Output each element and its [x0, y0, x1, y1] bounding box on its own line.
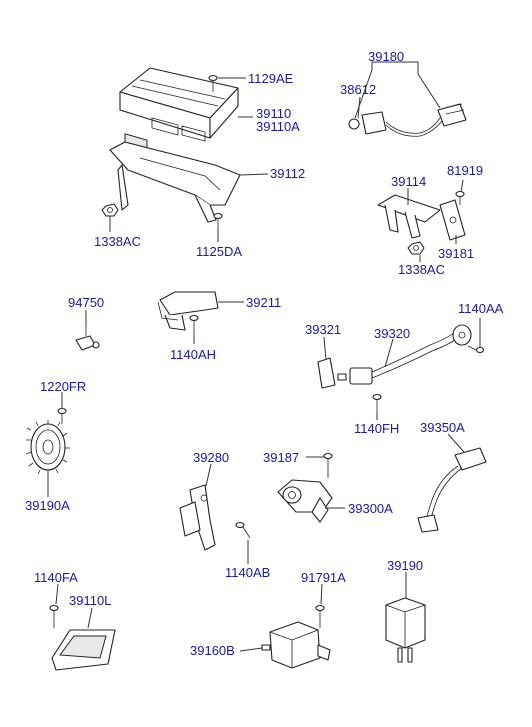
ecu-bracket-drawing — [109, 141, 241, 223]
label-1140aa[interactable]: 1140AA — [458, 301, 504, 316]
label-91791a[interactable]: 91791A — [301, 570, 346, 585]
label-39187[interactable]: 39187 — [263, 450, 299, 465]
label-39321[interactable]: 39321 — [305, 322, 341, 337]
label-1140fa[interactable]: 1140FA — [34, 570, 78, 585]
relay-39190-drawing — [385, 597, 426, 663]
bracket-39280-drawing — [179, 484, 216, 551]
label-39181[interactable]: 39181 — [438, 246, 474, 261]
bolt-1140aa-drawing — [467, 345, 485, 354]
label-39190a[interactable]: 39190A — [25, 498, 70, 513]
leader-lines — [47, 61, 481, 652]
label-1129ae[interactable]: 1129AE — [248, 71, 294, 86]
label-1140ab[interactable]: 1140AB — [225, 565, 270, 580]
label-39190[interactable]: 39190 — [387, 558, 423, 573]
label-39180[interactable]: 39180 — [368, 49, 404, 64]
label-39112[interactable]: 39112 — [270, 166, 305, 181]
label-94750[interactable]: 94750 — [68, 295, 104, 310]
label-39320[interactable]: 39320 — [374, 326, 410, 341]
bolt-1140fa-drawing — [49, 604, 59, 628]
label-39350a[interactable]: 39350A — [420, 420, 465, 435]
label-39280[interactable]: 39280 — [193, 450, 229, 465]
bolt-1220fr-drawing — [57, 407, 67, 424]
bolt-1140ab-drawing — [235, 521, 251, 539]
label-1140fh[interactable]: 1140FH — [354, 421, 399, 436]
camshaft-sensor-drawing — [348, 103, 467, 137]
sensor-39300a-drawing — [277, 479, 333, 523]
label-39110[interactable]: 39110 — [256, 106, 291, 121]
bolt-1125da-drawing — [213, 212, 223, 228]
label-39160b[interactable]: 39160B — [190, 643, 235, 658]
label-1140ah[interactable]: 1140AH — [170, 347, 216, 362]
label-1338ac-right[interactable]: 1338AC — [398, 262, 445, 277]
sensor-bracket-drawing — [377, 194, 466, 241]
label-39110a[interactable]: 39110A — [256, 119, 300, 134]
nut-1338ac-left-drawing — [101, 203, 119, 217]
label-81919[interactable]: 81919 — [447, 163, 483, 178]
bolt-81919-drawing — [455, 190, 465, 205]
bolt-1129ae-drawing — [208, 74, 218, 92]
sensor-39350a-drawing — [417, 447, 487, 533]
bolt-1140fh-drawing — [372, 393, 382, 412]
label-39114[interactable]: 39114 — [391, 174, 426, 189]
sensor-94750-drawing — [75, 326, 100, 351]
label-1220fr[interactable]: 1220FR — [40, 379, 86, 394]
label-1125da[interactable]: 1125DA — [196, 244, 242, 259]
label-38612[interactable]: 38612 — [340, 82, 376, 97]
bolt-91791a-drawing — [315, 604, 325, 628]
label-1338ac-left[interactable]: 1338AC — [94, 234, 141, 249]
knock-sensor-drawing — [317, 324, 472, 389]
relay-39160b-drawing — [261, 621, 331, 669]
label-39110l[interactable]: 39110L — [69, 593, 111, 608]
cover-39110l-drawing — [51, 629, 116, 671]
target-wheel-drawing — [25, 420, 70, 475]
bracket-39211-drawing — [157, 291, 219, 331]
bolt-1140ah-drawing — [189, 314, 199, 334]
ecu-module-drawing — [119, 67, 239, 151]
nut-1338ac-right-drawing — [407, 241, 425, 255]
label-39300a[interactable]: 39300A — [348, 501, 393, 516]
bolt-39187-drawing — [323, 452, 333, 478]
label-39211[interactable]: 39211 — [246, 295, 281, 310]
